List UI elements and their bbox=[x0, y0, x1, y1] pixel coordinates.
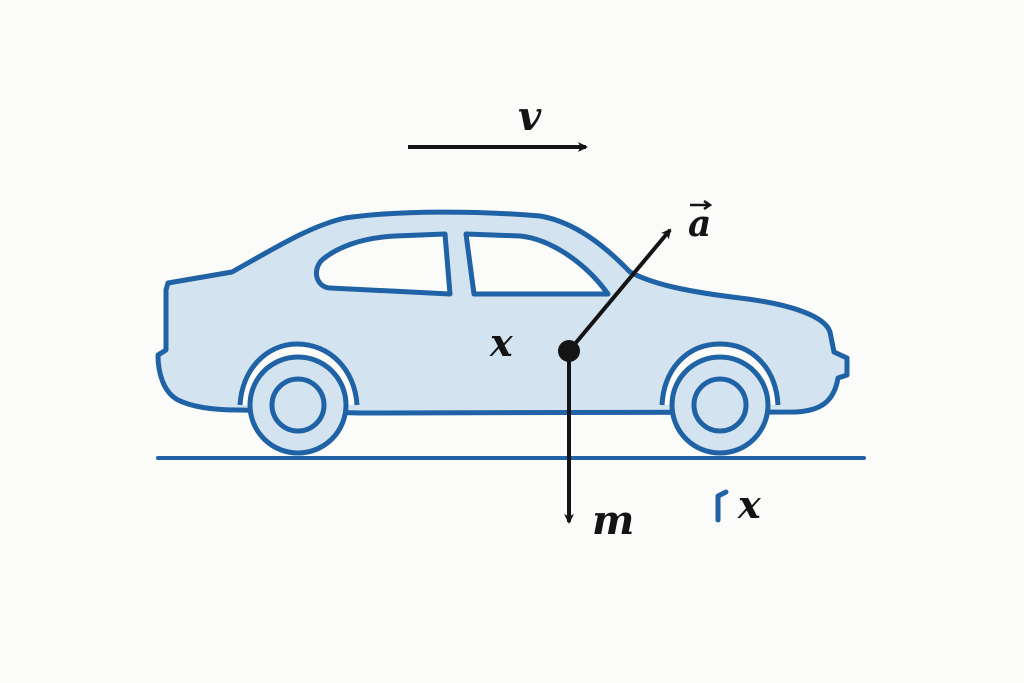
axis-label: x bbox=[737, 482, 762, 527]
center-of-mass-point bbox=[558, 340, 580, 362]
svg-text:a: a bbox=[688, 203, 711, 245]
rear-window bbox=[313, 231, 453, 297]
rear-wheel bbox=[247, 354, 349, 456]
front-window bbox=[463, 231, 611, 297]
front-wheel bbox=[669, 354, 771, 456]
acceleration-label: a bbox=[688, 199, 713, 245]
acceleration-arrow bbox=[567, 228, 672, 353]
axis-marker-icon bbox=[715, 489, 729, 523]
velocity-label: v bbox=[518, 93, 542, 140]
mass-label: m bbox=[592, 497, 634, 544]
position-label: x bbox=[489, 320, 514, 365]
